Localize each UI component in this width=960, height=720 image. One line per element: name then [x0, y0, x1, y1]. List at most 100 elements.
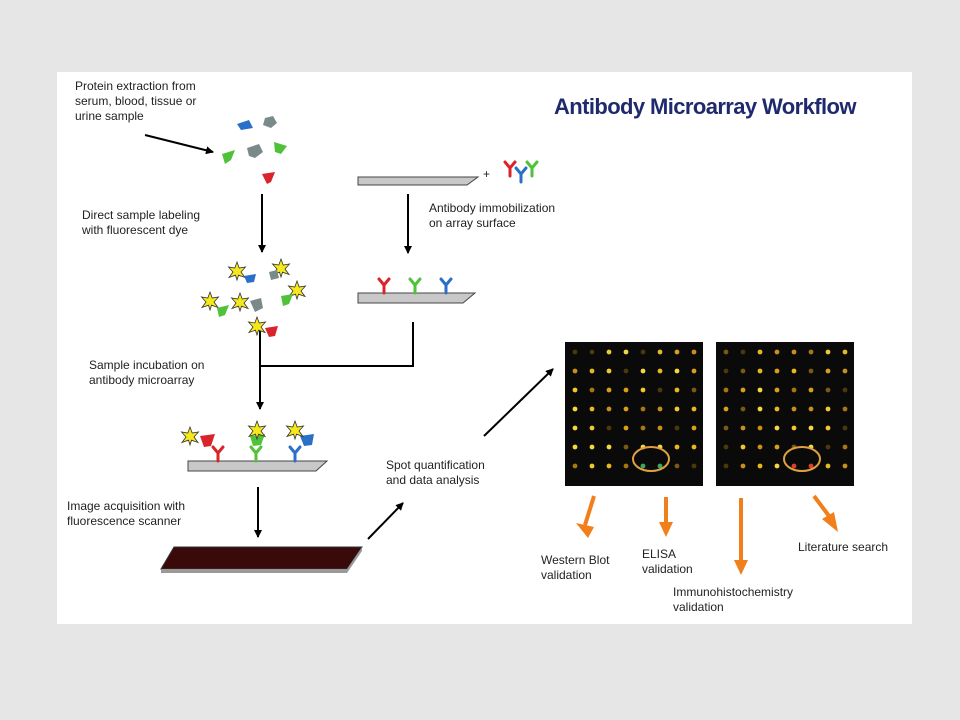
- raw-proteins: [222, 116, 287, 184]
- literature-search-label: Literature search: [798, 540, 889, 554]
- array-spot: [606, 368, 612, 374]
- step-incubation-label: Sample incubation on antibody microarray: [89, 358, 205, 387]
- array-spot: [757, 444, 763, 450]
- array-spot: [808, 425, 814, 431]
- protein-blue: [237, 120, 253, 130]
- array-spot: [640, 387, 646, 393]
- array-spot: [674, 368, 680, 374]
- array-spot: [740, 444, 746, 450]
- array-spot: [757, 463, 763, 469]
- ihc-label: Immunohistochemistry validation: [673, 585, 794, 614]
- array-spot: [640, 368, 646, 374]
- highlight-ring-right: [783, 446, 821, 472]
- array-spot: [808, 349, 814, 355]
- array-spot: [572, 368, 578, 374]
- arrow-to-arrays: [483, 368, 554, 437]
- array-spot: [808, 406, 814, 412]
- array-spot: [808, 368, 814, 374]
- array-spot: [842, 425, 848, 431]
- step-immobilization-label: Antibody immobilization on array surface: [429, 201, 556, 230]
- array-spot: [674, 387, 680, 393]
- array-spot: [842, 368, 848, 374]
- protein-gray: [247, 144, 263, 158]
- array-spot: [757, 387, 763, 393]
- array-spot: [825, 368, 831, 374]
- highlight-ring-left: [632, 446, 670, 472]
- array-spot: [740, 368, 746, 374]
- array-spot: [691, 425, 697, 431]
- array-spot: [674, 425, 680, 431]
- array-spot: [623, 425, 629, 431]
- step-extraction-label: Protein extraction from serum, blood, ti…: [75, 79, 197, 123]
- array-spot: [657, 406, 663, 412]
- array-spot: [791, 387, 797, 393]
- array-spot: [589, 444, 595, 450]
- protein-red: [265, 326, 278, 337]
- array-spot: [691, 368, 697, 374]
- protein-green: [281, 294, 293, 306]
- array-spot: [723, 463, 729, 469]
- array-spot: [740, 425, 746, 431]
- array-spot: [774, 349, 780, 355]
- array-spot: [791, 406, 797, 412]
- protein-green: [222, 150, 235, 164]
- array-spot: [606, 387, 612, 393]
- array-spot: [723, 444, 729, 450]
- array-spot: [623, 349, 629, 355]
- labeled-proteins: [201, 258, 306, 337]
- array-spot: [825, 425, 831, 431]
- array-spot: [572, 425, 578, 431]
- protein-blue: [244, 274, 256, 283]
- array-spot: [657, 463, 663, 469]
- array-spot: [825, 463, 831, 469]
- step-acquisition-label: Image acquisition with fluorescence scan…: [67, 499, 186, 528]
- array-spot: [691, 463, 697, 469]
- array-spot: [623, 444, 629, 450]
- protein-green: [217, 305, 229, 317]
- array-spot: [572, 349, 578, 355]
- array-spot: [606, 425, 612, 431]
- array-spot: [808, 463, 814, 469]
- array-spot: [589, 349, 595, 355]
- array-spot: [740, 349, 746, 355]
- array-spot: [774, 406, 780, 412]
- array-spot: [825, 387, 831, 393]
- step-labeling-label: Direct sample labeling with fluorescent …: [82, 208, 201, 237]
- array-spot: [572, 387, 578, 393]
- array-spot: [825, 444, 831, 450]
- array-spot: [606, 444, 612, 450]
- protein-gray: [250, 298, 263, 312]
- empty-slide: [357, 176, 480, 186]
- array-spot: [842, 387, 848, 393]
- array-spot: [589, 387, 595, 393]
- protein-gray: [263, 116, 277, 128]
- array-spot: [825, 349, 831, 355]
- array-spot: [674, 349, 680, 355]
- protein-red: [262, 172, 275, 184]
- array-spot: [691, 349, 697, 355]
- scanned-slide: [160, 546, 363, 573]
- array-spot: [657, 425, 663, 431]
- workflow-diagram: [144, 116, 854, 575]
- array-spot: [791, 463, 797, 469]
- array-spot: [791, 349, 797, 355]
- array-spot: [757, 349, 763, 355]
- array-spot: [774, 425, 780, 431]
- array-spot: [674, 406, 680, 412]
- array-spot: [723, 368, 729, 374]
- array-spot: [623, 387, 629, 393]
- array-spot: [623, 368, 629, 374]
- array-spot: [842, 406, 848, 412]
- array-spot: [740, 387, 746, 393]
- protein-green: [274, 142, 287, 154]
- array-spot: [589, 406, 595, 412]
- array-spot: [691, 387, 697, 393]
- array-spot: [723, 425, 729, 431]
- array-spot: [757, 368, 763, 374]
- coated-slide: [357, 277, 477, 304]
- array-spot: [723, 406, 729, 412]
- array-spot: [572, 444, 578, 450]
- array-spot: [623, 406, 629, 412]
- array-spot: [691, 406, 697, 412]
- array-spot: [589, 463, 595, 469]
